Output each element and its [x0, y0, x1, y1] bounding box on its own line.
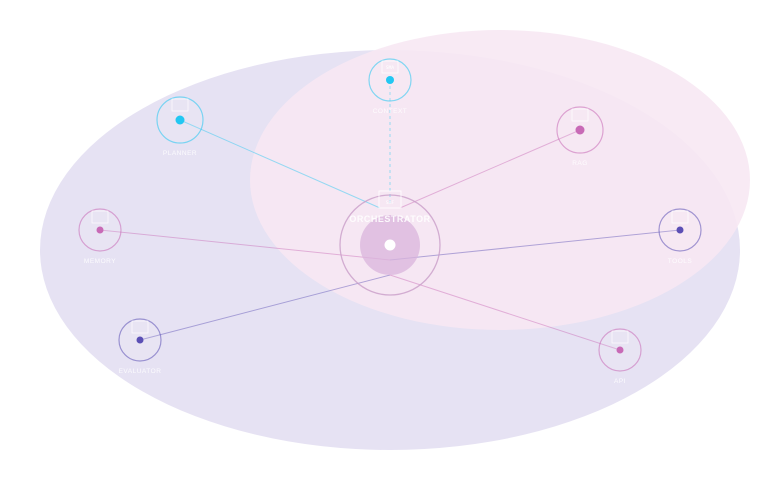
node-top-right-link — [399, 129, 581, 209]
node-top-left-link — [179, 119, 381, 209]
node-left-label: MEMORY — [84, 258, 116, 265]
orchestrator-label: ORCHESTRATOR — [349, 214, 430, 224]
node-bottom-right-link — [389, 274, 621, 351]
connection-links — [99, 80, 681, 351]
orchestrator-badge-icon — [378, 190, 402, 209]
node-right-link — [389, 229, 681, 261]
node-left-badge-icon — [91, 210, 109, 224]
node-top-label: CONTEXT — [373, 108, 408, 115]
orchestrator-hub[interactable]: SAF ORCHESTRATOR — [339, 190, 441, 296]
background-blob-secondary — [250, 30, 750, 330]
node-bottom-left-link — [139, 274, 391, 341]
node-top-right-dot — [575, 125, 585, 135]
node-bottom-right-dot — [616, 346, 624, 354]
node-top-badge-icon — [381, 60, 399, 74]
orchestrator-ring — [339, 194, 441, 296]
node-top[interactable]: SMA CONTEXT — [368, 58, 412, 115]
node-bottom-left[interactable]: EVALUATOR — [118, 318, 162, 375]
node-bottom-right-label: API — [614, 378, 626, 385]
node-top-left-badge-icon — [171, 98, 189, 112]
node-bottom-right-badge-icon — [611, 330, 629, 344]
node-top-left[interactable]: PLANNER — [156, 96, 204, 157]
node-top-left-label: PLANNER — [163, 150, 197, 157]
node-top-right-badge-icon — [571, 108, 589, 122]
orchestrator-badge-text: SAF — [386, 200, 394, 206]
node-right-dot — [676, 226, 684, 234]
node-right-badge-icon — [671, 210, 689, 224]
node-top-right-label: RAG — [572, 160, 588, 167]
node-top-right[interactable]: RAG — [556, 106, 604, 167]
node-left-dot — [96, 226, 104, 234]
node-top-dot — [386, 76, 394, 84]
node-bottom-left-label: EVALUATOR — [119, 368, 162, 375]
node-right-label: TOOLS — [668, 258, 693, 265]
node-top-left-dot — [175, 115, 185, 125]
node-bottom-left-badge-icon — [131, 320, 149, 334]
node-bottom-right[interactable]: API — [598, 328, 642, 385]
orchestrator-dot — [384, 239, 396, 251]
agent-nodes: SMA CONTEXT PLANNER RAG MEMORY TOOLS EVALUATOR… — [78, 58, 702, 385]
node-left[interactable]: MEMORY — [78, 208, 122, 265]
node-left-link — [99, 229, 391, 261]
node-bottom-left-dot — [136, 336, 144, 344]
node-top-badge-text: SMA — [386, 65, 394, 71]
node-right[interactable]: TOOLS — [658, 208, 702, 265]
